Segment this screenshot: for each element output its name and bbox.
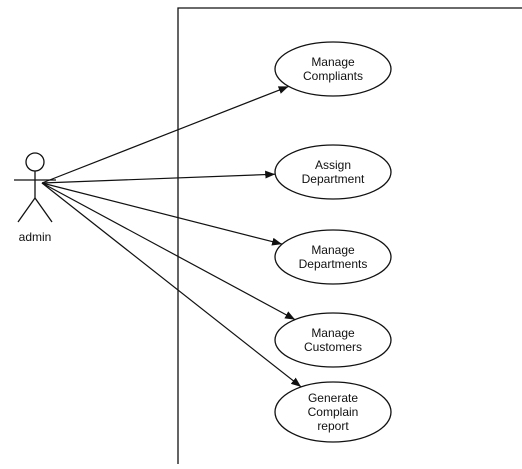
association-arrow-2 <box>41 170 276 184</box>
association-arrow-5 <box>41 182 302 388</box>
use-cases: ManageCompliantsAssignDepartmentManageDe… <box>274 41 392 443</box>
use-case-ellipse <box>274 381 392 443</box>
use-case-label-line: Generate <box>308 391 358 405</box>
actor-right-leg <box>34 197 53 223</box>
use-case-label-line: Manage <box>311 243 355 257</box>
use-case-label-line: Manage <box>311 55 355 69</box>
system-boundary <box>177 7 522 464</box>
associations <box>41 85 302 388</box>
use-case-ellipse <box>274 41 392 97</box>
use-case-label-line: Assign <box>315 158 351 172</box>
association-arrow-4 <box>41 182 296 321</box>
actor-admin: admin <box>14 152 56 244</box>
actor-left-leg <box>17 197 36 223</box>
use-case-label-line: Customers <box>304 340 362 354</box>
actor-label: admin <box>19 230 52 244</box>
use-case-ellipse <box>274 229 392 285</box>
use-case-ellipse <box>274 312 392 368</box>
use-case-label-line: Departments <box>299 257 368 271</box>
use-case-label-line: Complain <box>308 405 359 419</box>
use-case-label-line: Manage <box>311 326 355 340</box>
use-case-label-line: Compliants <box>303 69 363 83</box>
use-case-label-line: Department <box>302 172 365 186</box>
use-case-ellipse <box>274 144 392 200</box>
use-case-label-line: report <box>317 419 349 433</box>
association-arrow-1 <box>41 85 289 184</box>
association-arrow-3 <box>41 182 283 246</box>
actor-head <box>25 152 45 172</box>
